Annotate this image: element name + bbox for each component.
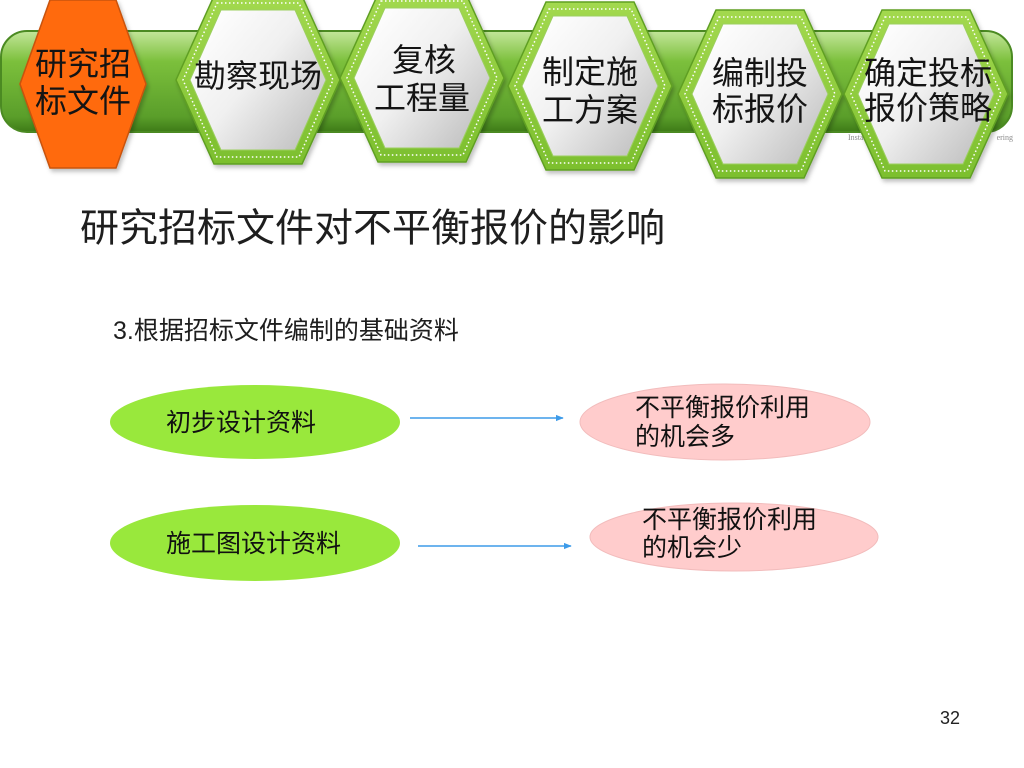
step-label-line: 编制投	[712, 55, 808, 91]
target-label-line: 的机会多	[635, 423, 735, 451]
page-number: 32	[940, 708, 960, 728]
process-step-1[interactable]: 研究招 标文件	[19, 0, 147, 169]
diagram-row-1: 初步设计资料 不平衡报价利用 的机会多	[110, 383, 871, 461]
process-step-6[interactable]: 确定投标 报价策略	[843, 9, 1009, 179]
target-label-line: 的机会少	[642, 534, 742, 562]
source-label: 初步设计资料	[166, 409, 316, 437]
step-hexagon-active	[19, 0, 147, 169]
source-oval	[110, 385, 400, 459]
band-caption-left: Insta	[848, 133, 864, 142]
step-label-line: 制定施	[542, 54, 638, 90]
slide-subtitle: 3.根据招标文件编制的基础资料	[113, 317, 459, 345]
source-label: 施工图设计资料	[166, 530, 341, 558]
band-caption-right: ering	[997, 133, 1013, 142]
process-step-2[interactable]: 勘察现场	[175, 0, 341, 165]
target-label-line: 不平衡报价利用	[635, 394, 810, 422]
step-label-line: 报价策略	[864, 90, 992, 126]
step-label-line: 工程量	[374, 80, 470, 116]
target-oval	[579, 383, 871, 461]
process-step-4[interactable]: 制定施 工方案	[507, 1, 673, 171]
process-step-5[interactable]: 编制投 标报价	[677, 9, 843, 179]
target-label-line: 不平衡报价利用	[642, 506, 817, 534]
step-label-line: 勘察现场	[194, 58, 322, 94]
target-oval	[589, 502, 879, 572]
step-label-line: 研究招	[35, 46, 131, 82]
step-label-line: 复核	[392, 42, 456, 78]
diagram-row-2: 施工图设计资料 不平衡报价利用 的机会少	[110, 502, 879, 581]
step-label-line: 标文件	[35, 83, 131, 119]
source-oval	[110, 505, 400, 581]
process-step-3[interactable]: 复核 工程量	[339, 0, 505, 163]
step-label-line: 工方案	[542, 92, 638, 128]
step-label-line: 标报价	[712, 91, 808, 127]
step-label-line: 确定投标	[864, 55, 992, 91]
slide-title: 研究招标文件对不平衡报价的影响	[80, 207, 665, 252]
